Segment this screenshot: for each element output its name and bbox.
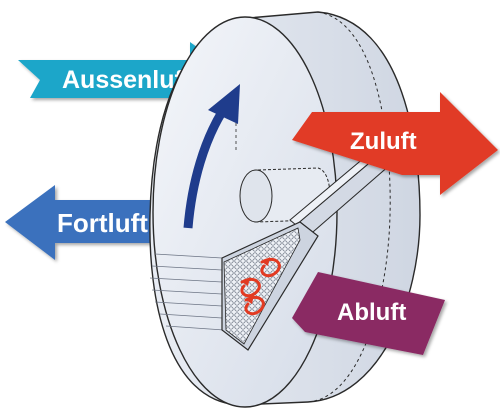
swirl-arrowheads	[242, 257, 270, 304]
zuluft-label: Zuluft	[350, 128, 417, 155]
matrix-rib-lines	[149, 253, 225, 331]
rotation-arrow-icon	[183, 84, 240, 229]
fortluft-arrow: Fortluft	[5, 185, 175, 260]
abluft-arrow-shape	[292, 272, 445, 355]
matrix-mesh	[223, 227, 301, 345]
fortluft-arrow-shape	[5, 185, 175, 260]
abluft-label: Abluft	[337, 299, 406, 326]
aussenluft-label: Aussenluft	[62, 66, 192, 94]
rotation-arrow-head	[208, 84, 240, 124]
fortluft-label: Fortluft	[57, 208, 148, 238]
hub-end	[239, 169, 273, 223]
zuluft-arrow: Zuluft	[292, 92, 498, 195]
wheel-rim-back-edge	[307, 11, 391, 403]
rotation-arrow-stem	[183, 109, 226, 229]
zuluft-arrow-shape	[292, 92, 498, 195]
matrix-cutout	[221, 221, 319, 351]
swirl-arrow-icon	[240, 257, 281, 316]
abluft-arrow: Abluft	[292, 272, 445, 355]
